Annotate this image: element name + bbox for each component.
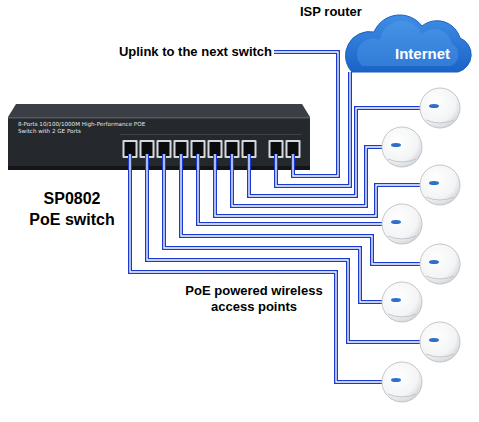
cable-stub <box>292 154 293 170</box>
ap-arc <box>426 276 454 279</box>
cable-stub <box>128 154 132 170</box>
port-socket <box>288 142 299 156</box>
switch-base <box>8 166 310 170</box>
access-points <box>382 88 460 402</box>
access-point <box>420 88 460 128</box>
cable-stub <box>214 154 215 170</box>
cable-stub <box>274 154 278 170</box>
port-socket <box>210 142 221 156</box>
cable-stub <box>248 154 249 170</box>
cable-stub <box>231 154 232 170</box>
access-point <box>420 165 460 205</box>
cable-stub <box>247 154 251 170</box>
cloud-outline <box>345 15 471 72</box>
port-socket <box>125 142 136 156</box>
access-point <box>420 244 460 284</box>
cable-stub <box>213 154 217 170</box>
cable-stub <box>291 154 295 170</box>
ap-edge-arcs <box>388 120 454 397</box>
cable-stub <box>275 154 276 170</box>
ap-logo <box>429 260 439 264</box>
access-point-logos <box>391 104 439 382</box>
ap-logo <box>391 143 401 147</box>
ap-arc <box>388 236 416 239</box>
ap-logo <box>429 181 439 185</box>
switch-print: 8-Ports 10/100/1000M High-Performance PO… <box>18 121 150 135</box>
port-socket <box>244 142 255 156</box>
network-cable <box>130 52 420 382</box>
port-socket <box>193 142 204 156</box>
port-socket <box>271 142 282 156</box>
port-socket <box>227 142 238 156</box>
cable-stub <box>162 154 166 170</box>
switch-body <box>8 104 310 170</box>
ap-arc <box>388 394 416 397</box>
cloud-title: Internet <box>375 45 470 63</box>
uplink-note: Uplink to the next switch <box>100 44 272 60</box>
cable-stub <box>129 154 130 170</box>
poe-switch: 8-Ports 10/100/1000M High-Performance PO… <box>8 104 310 170</box>
port-socket <box>159 142 170 156</box>
ap-logo <box>429 104 439 108</box>
access-point <box>420 322 460 362</box>
access-point <box>382 127 422 167</box>
ap-arc <box>388 159 416 162</box>
ap-arc <box>388 314 416 317</box>
switch-top <box>8 104 310 117</box>
access-point <box>382 204 422 244</box>
ap-logo <box>391 298 401 302</box>
cable-stub <box>145 154 149 170</box>
ap-note: PoE powered wireless access points <box>178 283 330 315</box>
cable-stub <box>197 154 198 170</box>
switch-edge <box>8 117 310 119</box>
cloud-heading: ISP router <box>300 4 380 20</box>
ap-arc <box>426 197 454 200</box>
access-point <box>382 282 422 322</box>
port-socket <box>142 142 153 156</box>
cable-stub <box>196 154 200 170</box>
network-cable <box>130 52 420 382</box>
ap-arc <box>426 354 454 357</box>
port-socket <box>176 142 187 156</box>
ap-logo <box>429 338 439 342</box>
ap-logo <box>391 378 401 382</box>
ap-arc <box>426 120 454 123</box>
switch-front <box>8 117 310 170</box>
cable-stub <box>163 154 164 170</box>
ap-logo <box>391 220 401 224</box>
internet-cloud: InternetISP router <box>340 18 470 72</box>
switch-model: SP0802 PoE switch <box>26 188 118 230</box>
cable-stub <box>146 154 147 170</box>
cable-stub <box>179 154 183 170</box>
port-strip <box>120 134 302 135</box>
access-point <box>382 362 422 402</box>
cable-stub <box>180 154 181 170</box>
cable-stub <box>230 154 234 170</box>
